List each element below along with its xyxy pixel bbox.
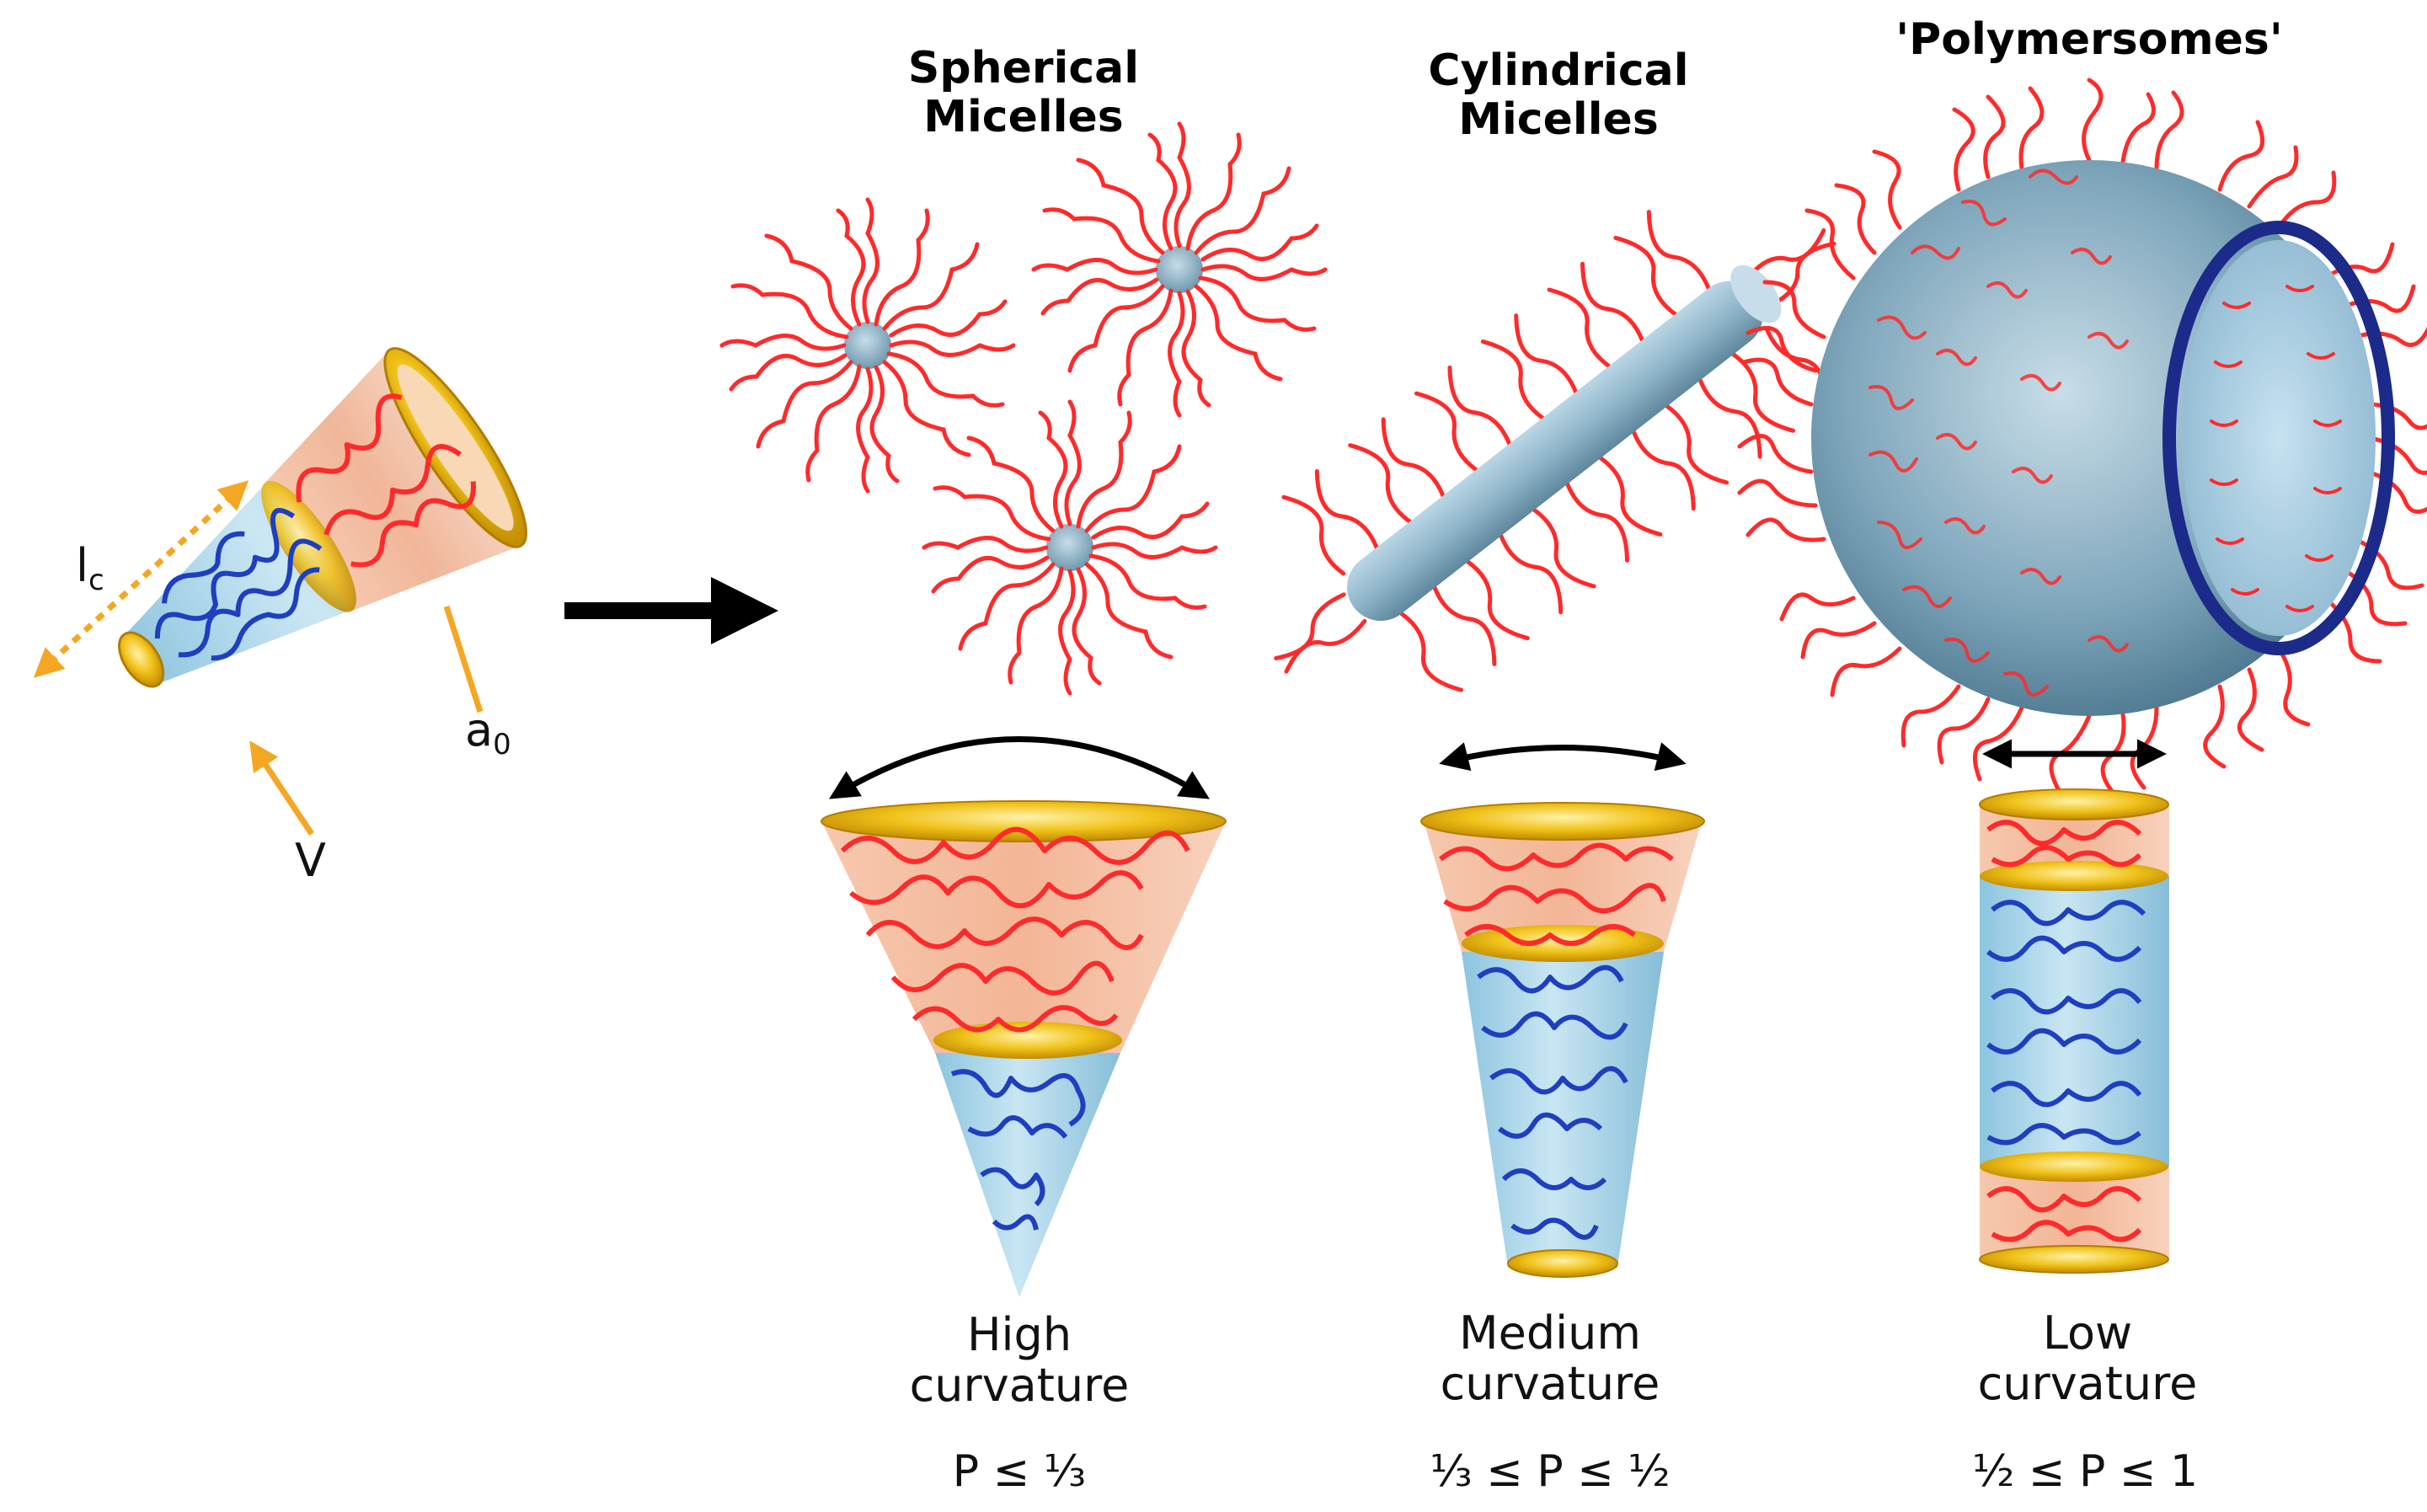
lc-label: lc bbox=[76, 539, 104, 597]
spherical-micelle-2 bbox=[1031, 121, 1328, 418]
a0-pointer bbox=[443, 605, 484, 713]
polymersome bbox=[1737, 77, 2427, 797]
p-range-high: P ≤ ⅓ bbox=[952, 1446, 1087, 1497]
packing-cone-medium bbox=[1420, 802, 1705, 1278]
v-label: V bbox=[295, 834, 326, 887]
polymersome-membrane-ring bbox=[2162, 221, 2395, 655]
cylindrical-micelle bbox=[1274, 210, 1836, 692]
a0-label: a0 bbox=[465, 703, 511, 761]
p-range-low: ½ ≤ P ≤ 1 bbox=[1971, 1446, 2199, 1497]
unit-cone-hydrophilic-chains bbox=[296, 393, 476, 568]
unit-cone bbox=[118, 347, 527, 688]
p-range-medium: ⅓ ≤ P ≤ ½ bbox=[1430, 1446, 1671, 1497]
packing-cylinder-low bbox=[1979, 788, 2169, 1274]
curvature-arrow-high bbox=[829, 736, 1210, 799]
title-polymersomes: 'Polymersomes' bbox=[1895, 14, 2283, 65]
curvature-arrow-medium bbox=[1439, 742, 1687, 772]
spherical-micelle-3 bbox=[922, 399, 1218, 696]
packing-cone-high bbox=[821, 800, 1227, 1297]
spherical-micelle-1 bbox=[719, 197, 1016, 494]
polymersome-lumen bbox=[2182, 240, 2376, 636]
v-pointer bbox=[249, 740, 314, 836]
